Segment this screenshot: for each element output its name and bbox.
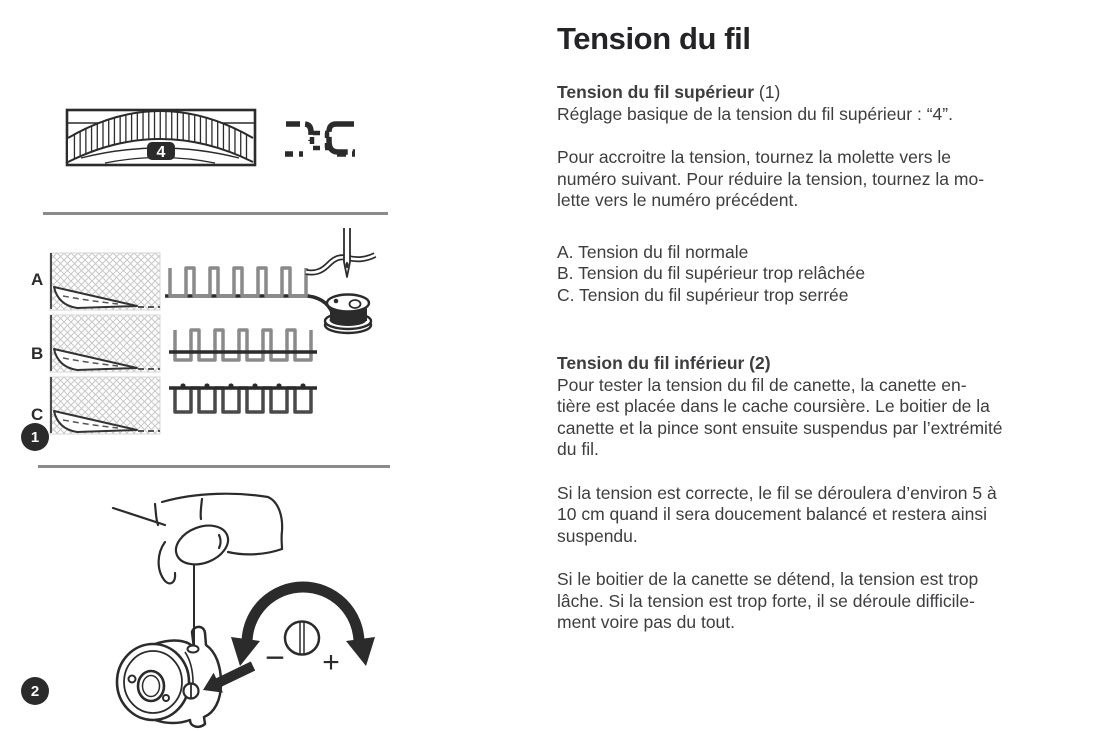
minus-label: − — [265, 639, 285, 677]
fabric-swatch-b — [49, 314, 161, 373]
divider-bottom — [38, 465, 390, 468]
upper-tension-heading: Tension du fil supérieur (1) — [557, 82, 1105, 104]
divider-top — [43, 212, 388, 215]
stitch-row-b — [169, 328, 317, 362]
screw-icon — [283, 620, 321, 656]
needle-icon — [343, 228, 351, 278]
upper-tension-intro: Réglage basique de la tension du fil sup… — [557, 103, 953, 124]
dial-value: 4 — [157, 144, 166, 161]
fabric-swatch-c — [49, 376, 161, 435]
article: Tension du fil Tension du fil supérieur … — [557, 20, 1105, 634]
stitch-legend: A. Tension du fil normale B. Tension du … — [557, 241, 866, 305]
upper-tension-heading-bold: Tension du fil supérieur — [557, 82, 755, 102]
tension-screw-icon — [182, 682, 200, 700]
figure-1-number: 1 — [30, 428, 40, 446]
row-b-label: B — [31, 344, 43, 363]
bobbin-case-icon — [115, 565, 223, 729]
stitch-row-a — [165, 228, 377, 335]
row-c-label: C — [31, 405, 43, 424]
fabric-swatch-a — [49, 252, 161, 311]
dial-value-badge: 4 — [147, 142, 175, 161]
upper-tension-paragraph: Pour accroitre la tension, tournez la mo… — [557, 147, 985, 210]
bobbin-icon — [323, 293, 373, 335]
row-a-label: A — [31, 270, 43, 289]
figure-2-badge: 2 — [21, 677, 49, 705]
lower-tension-heading: Tension du fil inférieur (2) — [557, 353, 771, 373]
dial-ribs — [73, 111, 248, 159]
plus-label: + — [322, 646, 340, 679]
page-title: Tension du fil — [557, 21, 751, 56]
figure-1-badge: 1 — [21, 423, 49, 451]
lower-tension-paragraph-2: Si la tension est correcte, le fil se dé… — [557, 482, 997, 546]
thread-interlock-icon — [285, 121, 355, 157]
figure-2-number: 2 — [30, 682, 40, 700]
lower-tension-paragraph-3: Si le boitier de la canette se détend, l… — [557, 569, 979, 632]
rotate-arrow-icon — [231, 581, 375, 666]
pointer-arrow-icon — [203, 661, 256, 693]
tension-dial-figure: 4 — [65, 108, 257, 167]
upper-tension-heading-note: (1) — [754, 82, 781, 102]
hand-icon — [111, 492, 284, 585]
stitch-row-c — [169, 383, 317, 414]
bobbin-adjust-figure: − + — [111, 492, 375, 729]
stitch-balance-figure: A B C — [31, 228, 377, 435]
lower-tension-paragraph-1: Pour tester la tension du fil de canette… — [557, 374, 1003, 460]
